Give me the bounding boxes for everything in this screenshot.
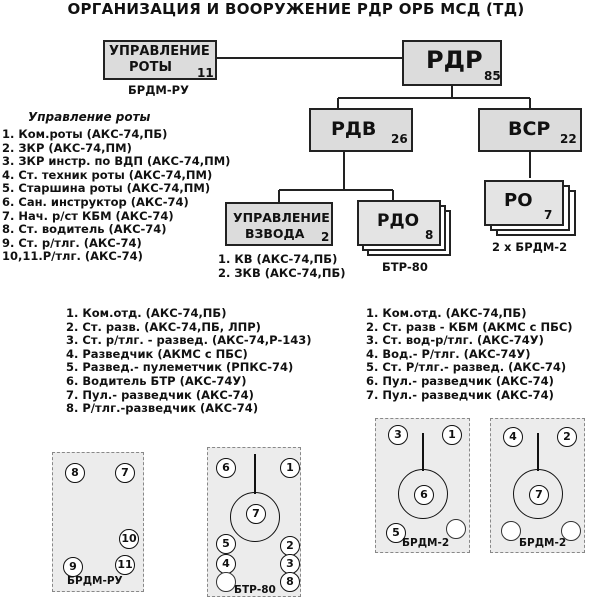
platoon-hq-box: УПРАВЛЕНИЕ ВЗВОДА 2 xyxy=(225,202,333,246)
list-item: 3. Ст. вод-р/тлг. (АКС-74У) xyxy=(366,333,544,348)
list-item: 9. Ст. р/тлг. (АКС-74) xyxy=(2,235,142,250)
vsr-box: ВСР 22 xyxy=(478,108,582,152)
list-item: 7. Пул.- разведчик (АКС-74) xyxy=(366,387,554,402)
list-item: 8. Р/тлг.-разведчик (АКС-74) xyxy=(66,401,259,416)
seat-marker: 5 xyxy=(216,534,236,554)
seat-marker: 1 xyxy=(280,458,300,478)
btr80-seating-plan: 6 1 7 5 2 4 3 8 БТР-80 xyxy=(207,447,301,597)
list-item: 6. Пул.- разведчик (АКС-74) xyxy=(366,373,554,388)
rdo-list: 1. Ком.отд. (АКС-74,ПБ) 2. Ст. разв. (АК… xyxy=(66,306,312,416)
list-item: 10,11.Р/тлг. (АКС-74) xyxy=(2,249,143,264)
empty-seat-marker xyxy=(561,521,581,541)
list-item: 2. Ст. разв. (АКС-74,ПБ, ЛПР) xyxy=(66,319,261,334)
page-title: ОРГАНИЗАЦИЯ И ВООРУЖЕНИЕ РДР ОРБ МСД (ТД… xyxy=(67,0,525,18)
list-item: 1. Ком.отд. (АКС-74,ПБ) xyxy=(366,306,527,320)
seat-marker: 7 xyxy=(246,504,266,524)
seat-marker: 4 xyxy=(216,554,236,574)
ro-count: 7 xyxy=(544,208,553,222)
empty-seat-marker xyxy=(446,519,466,539)
platoon-hq-label-line1: УПРАВЛЕНИЕ xyxy=(233,210,330,225)
platoon-hq-count: 2 xyxy=(321,230,330,244)
vsr-label: ВСР xyxy=(508,118,551,140)
seat-marker: 3 xyxy=(388,425,408,445)
seat-marker: 2 xyxy=(557,427,577,447)
company-hq-list: 1. Ком.роты (АКС-74,ПБ) 2. ЗКР (АКС-74,П… xyxy=(2,127,231,264)
rdv-box: РДВ 26 xyxy=(309,108,413,152)
seat-marker: 10 xyxy=(119,529,139,549)
brdm-ru-caption: БРДМ-РУ xyxy=(67,575,123,587)
list-item: 4. Вод.- Р/тлг. (АКС-74У) xyxy=(366,346,531,361)
btr80-caption: БТР-80 xyxy=(234,584,276,596)
platoon-hq-label-line2: ВЗВОДА xyxy=(245,226,305,241)
brdm2-seating-plan-a: 3 1 6 5 БРДМ-2 xyxy=(375,418,470,553)
list-item: 4. Ст. техник роты (АКС-74,ПМ) xyxy=(2,167,213,182)
seat-marker: 11 xyxy=(115,555,135,575)
list-item: 3. Ст. р/тлг. - развед. (АКС-74,Р-143) xyxy=(66,333,312,348)
brdm2-seating-plan-b: 4 2 7 БРДМ-2 xyxy=(490,418,585,553)
seat-marker: 8 xyxy=(65,463,85,483)
seat-marker: 7 xyxy=(115,463,135,483)
list-item: 5. Развед.- пулеметчик (РПКС-74) xyxy=(66,360,294,375)
ro-box: РО 7 xyxy=(484,180,564,226)
rdr-box: РДР 85 xyxy=(402,40,502,86)
list-item: 5. Ст. Р/тлг.- развед. (АКС-74) xyxy=(366,360,567,375)
turret-barrel xyxy=(422,433,424,471)
rdo-vehicle: БТР-80 xyxy=(382,260,428,274)
seat-marker: 5 xyxy=(386,523,406,543)
company-hq-vehicle: БРДМ-РУ xyxy=(128,83,189,97)
seat-marker: 7 xyxy=(529,485,549,505)
empty-seat-marker xyxy=(501,521,521,541)
company-hq-list-heading: Управление роты xyxy=(28,110,151,124)
rdr-label: РДР xyxy=(426,46,483,74)
list-item: 1. КВ (АКС-74,ПБ) xyxy=(218,252,338,266)
empty-seat-marker xyxy=(216,572,236,592)
seat-marker: 2 xyxy=(280,536,300,556)
company-hq-label-line1: УПРАВЛЕНИЕ xyxy=(109,44,210,59)
vsr-count: 22 xyxy=(560,132,577,146)
company-hq-count: 11 xyxy=(197,66,214,80)
ro-label: РО xyxy=(504,190,533,211)
brdm2-caption-b: БРДМ-2 xyxy=(519,537,567,549)
platoon-hq-list: 1. КВ (АКС-74,ПБ) 2. ЗКВ (АКС-74,ПБ) xyxy=(218,252,346,280)
list-item: 2. ЗКР (АКС-74,ПМ) xyxy=(2,140,132,155)
seat-marker: 1 xyxy=(442,425,462,445)
seat-marker: 6 xyxy=(414,485,434,505)
seat-marker: 6 xyxy=(216,458,236,478)
ro-list: 1. Ком.отд. (АКС-74,ПБ) 2. Ст. разв - КБ… xyxy=(366,306,573,402)
rdo-box: РДО 8 xyxy=(357,200,441,246)
brdm2-caption-a: БРДМ-2 xyxy=(402,537,450,549)
turret-barrel xyxy=(537,433,539,471)
seat-marker: 9 xyxy=(63,557,83,577)
list-item: 7. Нач. р/ст КБМ (АКС-74) xyxy=(2,208,174,223)
seat-marker: 3 xyxy=(280,554,300,574)
brdm-ru-seating-plan: 8 7 10 9 11 БРДМ-РУ xyxy=(52,452,144,592)
ro-vehicle: 2 х БРДМ-2 xyxy=(492,240,568,254)
rdo-label: РДО xyxy=(377,211,420,231)
list-item: 2. Ст. разв - КБМ (АКМС с ПБС) xyxy=(366,319,573,334)
company-hq-label-line2: РОТЫ xyxy=(129,60,172,75)
list-item: 6. Водитель БТР (АКС-74У) xyxy=(66,373,247,388)
list-item: 1. Ком.отд. (АКС-74,ПБ) xyxy=(66,306,227,320)
seat-marker: 8 xyxy=(280,572,300,592)
rdr-count: 85 xyxy=(484,69,501,83)
list-item: 5. Старшина роты (АКС-74,ПМ) xyxy=(2,181,211,196)
list-item: 2. ЗКВ (АКС-74,ПБ) xyxy=(218,265,346,280)
rdo-count: 8 xyxy=(425,228,434,242)
seat-marker: 4 xyxy=(503,427,523,447)
list-item: 7. Пул.- разведчик (АКС-74) xyxy=(66,387,254,402)
company-hq-box: УПРАВЛЕНИЕ РОТЫ 11 xyxy=(103,40,217,80)
rdv-count: 26 xyxy=(391,132,408,146)
list-item: 3. ЗКР инстр. по ВДП (АКС-74,ПМ) xyxy=(2,154,231,169)
turret-barrel xyxy=(254,454,256,494)
rdv-label: РДВ xyxy=(331,118,377,140)
list-item: 4. Разведчик (АКМС с ПБС) xyxy=(66,346,248,361)
list-item: 1. Ком.роты (АКС-74,ПБ) xyxy=(2,127,168,141)
list-item: 8. Ст. водитель (АКС-74) xyxy=(2,222,167,237)
list-item: 6. Сан. инструктор (АКС-74) xyxy=(2,194,189,209)
